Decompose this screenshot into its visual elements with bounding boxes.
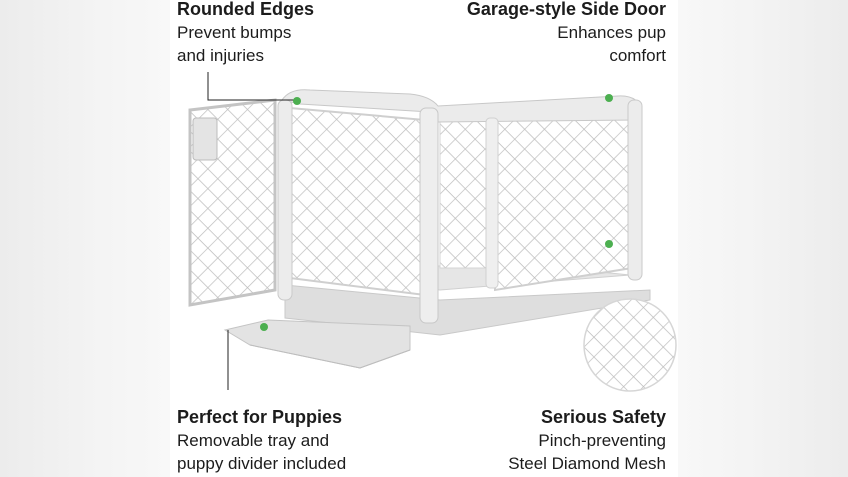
callout-line: comfort bbox=[609, 46, 666, 65]
right-mesh-panel bbox=[494, 108, 633, 292]
right-backdrop bbox=[678, 0, 848, 477]
front-right-post bbox=[419, 107, 439, 324]
callout-line: puppy divider included bbox=[177, 454, 347, 473]
dot-safety bbox=[605, 240, 613, 248]
callout-title: Serious Safety bbox=[540, 407, 666, 427]
mesh-detail-zoom bbox=[584, 299, 676, 391]
callout-title: Rounded Edges bbox=[177, 0, 315, 19]
callout-puppies: Perfect for Puppies Removable tray and p… bbox=[177, 406, 346, 475]
back-right-post bbox=[627, 99, 643, 281]
callout-line: Prevent bumps bbox=[177, 23, 292, 42]
dot-side-door bbox=[605, 94, 613, 102]
callout-line: Pinch-preventing bbox=[538, 431, 666, 450]
callout-line: Removable tray and bbox=[177, 431, 330, 450]
left-backdrop bbox=[0, 0, 170, 477]
door-latch bbox=[192, 117, 218, 161]
center-post bbox=[485, 117, 499, 289]
removable-tray bbox=[223, 319, 411, 369]
front-left-post bbox=[277, 99, 293, 301]
callout-rounded-edges: Rounded Edges Prevent bumps and injuries bbox=[177, 0, 314, 67]
front-mesh-panel bbox=[289, 106, 426, 297]
callout-title: Garage-style Side Door bbox=[466, 0, 666, 19]
crate-base bbox=[284, 284, 651, 336]
dot-puppies bbox=[260, 323, 268, 331]
callout-safety: Serious Safety Pinch-preventing Steel Di… bbox=[508, 406, 666, 475]
callout-side-door: Garage-style Side Door Enhances pup comf… bbox=[467, 0, 666, 67]
callout-line: and injuries bbox=[177, 46, 264, 65]
callout-title: Perfect for Puppies bbox=[177, 407, 343, 427]
dot-rounded-edges bbox=[293, 97, 301, 105]
callout-line: Enhances pup bbox=[557, 23, 666, 42]
leader-rounded-edges bbox=[207, 72, 297, 101]
callout-line: Steel Diamond Mesh bbox=[508, 454, 666, 473]
